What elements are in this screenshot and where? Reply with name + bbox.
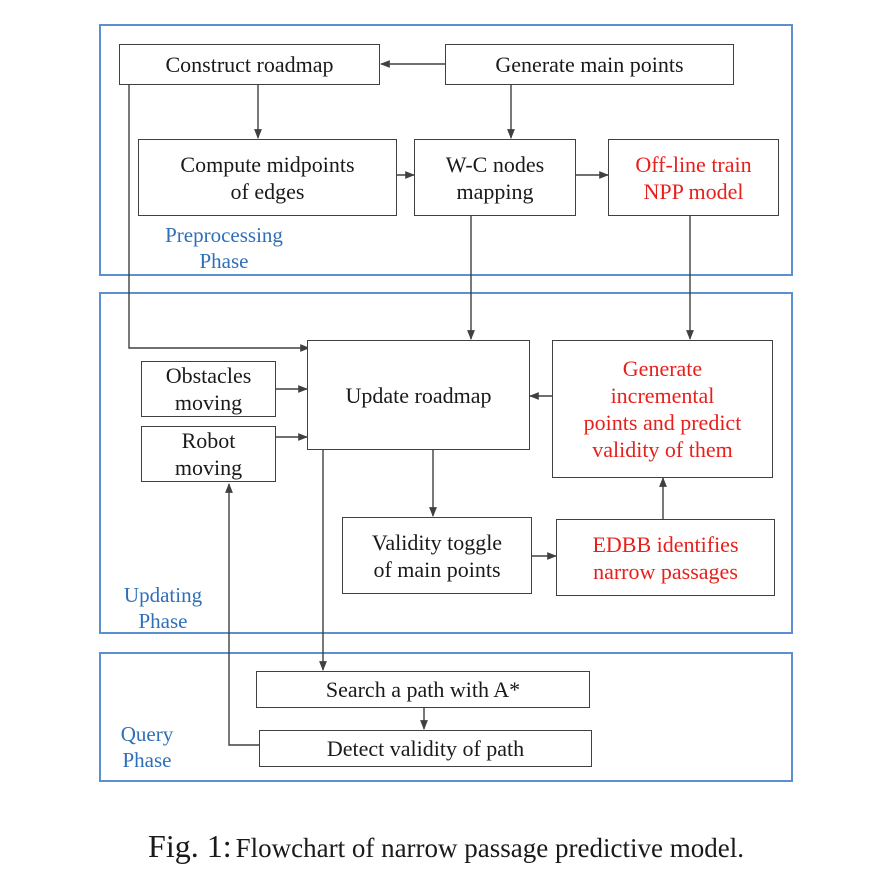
- compute-midpoints-box: Compute midpoints of edges: [138, 139, 397, 216]
- update-roadmap-label: Update roadmap: [345, 382, 492, 408]
- construct-roadmap-label: Construct roadmap: [165, 52, 334, 77]
- updating-phase-frame: [99, 292, 793, 634]
- obstacles-moving-box: Obstacles moving: [141, 361, 276, 417]
- construct-roadmap-box: Construct roadmap: [119, 44, 380, 85]
- query-phase-label: Query Phase: [120, 722, 174, 772]
- search-path-box: Search a path with A*: [256, 671, 590, 708]
- updating-phase-label: Updating Phase: [123, 583, 203, 633]
- wc-nodes-mapping-label: W-C nodes mapping: [445, 151, 545, 204]
- arrow-detect-to-robot: [225, 483, 259, 746]
- preprocessing-phase-frame: [99, 24, 793, 276]
- preprocessing-phase-label: Preprocessing Phase: [165, 223, 283, 273]
- caption-prefix: Fig. 1:: [148, 828, 232, 864]
- detect-validity-box: Detect validity of path: [259, 730, 592, 767]
- validity-toggle-label: Validity toggle of main points: [371, 529, 503, 582]
- robot-moving-label: Robot moving: [174, 428, 243, 480]
- detect-validity-label: Detect validity of path: [326, 736, 525, 761]
- offline-train-box: Off-line train NPP model: [608, 139, 779, 216]
- query-phase-frame: [99, 652, 793, 782]
- arrow-construct-to-update: [128, 84, 310, 352]
- offline-train-label: Off-line train NPP model: [635, 151, 752, 204]
- validity-toggle-box: Validity toggle of main points: [342, 517, 532, 594]
- edbb-box: EDBB identifies narrow passages: [556, 519, 775, 596]
- update-roadmap-box: Update roadmap: [307, 340, 530, 450]
- obstacles-moving-label: Obstacles moving: [165, 363, 252, 415]
- edbb-label: EDBB identifies narrow passages: [592, 531, 739, 584]
- generate-main-points-label: Generate main points: [495, 52, 684, 77]
- generate-incremental-label: Generate incremental points and predict …: [583, 356, 742, 462]
- compute-midpoints-label: Compute midpoints of edges: [180, 151, 355, 204]
- generate-incremental-box: Generate incremental points and predict …: [552, 340, 773, 478]
- generate-main-points-box: Generate main points: [445, 44, 734, 85]
- robot-moving-box: Robot moving: [141, 426, 276, 482]
- wc-nodes-mapping-box: W-C nodes mapping: [414, 139, 576, 216]
- figure-caption: Fig. 1: Flowchart of narrow passage pred…: [0, 828, 892, 865]
- caption-text: Flowchart of narrow passage predictive m…: [235, 833, 744, 863]
- search-path-label: Search a path with A*: [325, 677, 521, 702]
